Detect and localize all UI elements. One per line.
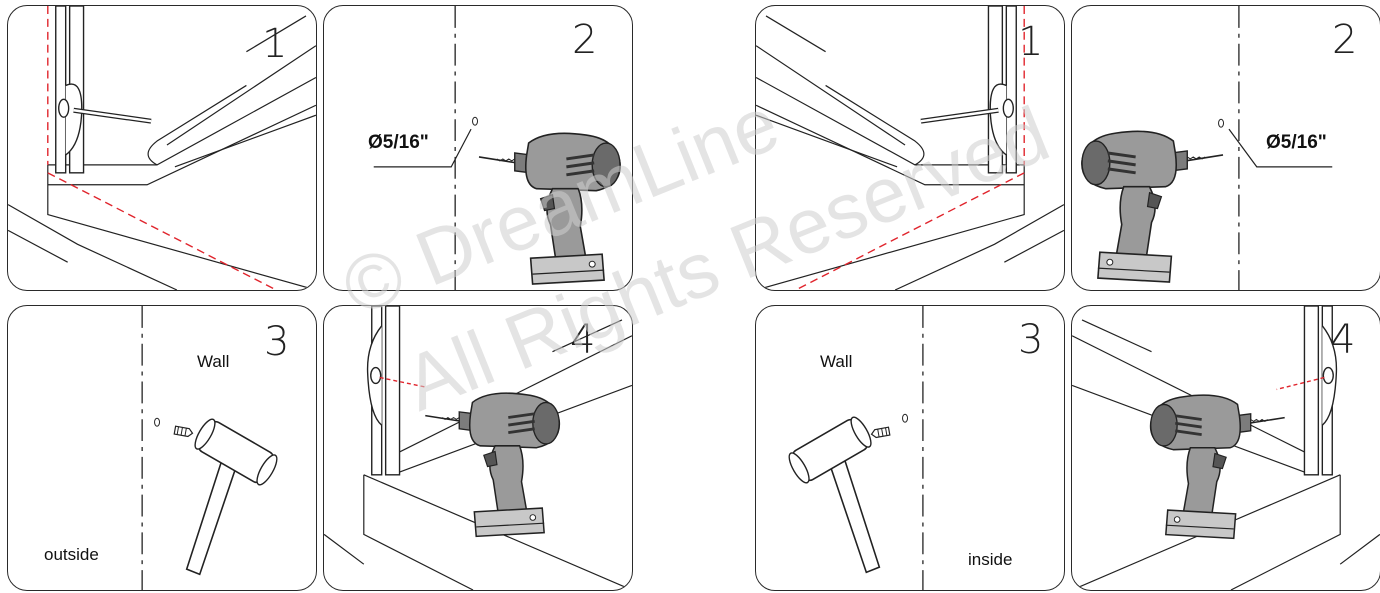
- step-number: 1: [262, 21, 288, 67]
- drill-size-label: Ø5/16": [368, 132, 429, 153]
- step-panel-4-left: 4: [323, 305, 633, 591]
- step-panel-3-left: 3 Wall outside: [7, 305, 317, 591]
- step-3-illustration: [136, 306, 282, 590]
- step-number: 2: [1332, 17, 1358, 63]
- wall-label: Wall: [197, 352, 230, 371]
- step-number: 3: [264, 319, 290, 365]
- step-2-illustration: [1080, 6, 1333, 290]
- step-1-illustration: [756, 6, 1064, 290]
- step-number: 1: [1018, 19, 1044, 65]
- drill-size-label: Ø5/16": [1266, 132, 1327, 153]
- step-panel-4-right: 4: [1071, 305, 1380, 591]
- step-1-illustration: [8, 6, 316, 290]
- step-panel-2-left: 2 Ø5/16": [323, 5, 633, 291]
- step-panel-3-right: 3 Wall inside: [755, 305, 1065, 591]
- side-label: outside: [44, 545, 99, 564]
- side-label: inside: [968, 550, 1013, 569]
- step-panel-1-right: 1: [755, 5, 1065, 291]
- step-number: 2: [572, 17, 598, 63]
- step-number: 4: [570, 317, 596, 363]
- step-4-illustration: [1072, 306, 1380, 590]
- step-panel-2-right: 2 Ø5/16": [1071, 5, 1380, 291]
- step-2-illustration: [373, 6, 622, 290]
- wall-label: Wall: [820, 352, 853, 371]
- step-number: 4: [1330, 317, 1356, 363]
- step-3-illustration: [784, 306, 931, 590]
- step-panel-1-left: 1: [7, 5, 317, 291]
- step-4-illustration: [324, 306, 632, 590]
- step-number: 3: [1018, 317, 1044, 363]
